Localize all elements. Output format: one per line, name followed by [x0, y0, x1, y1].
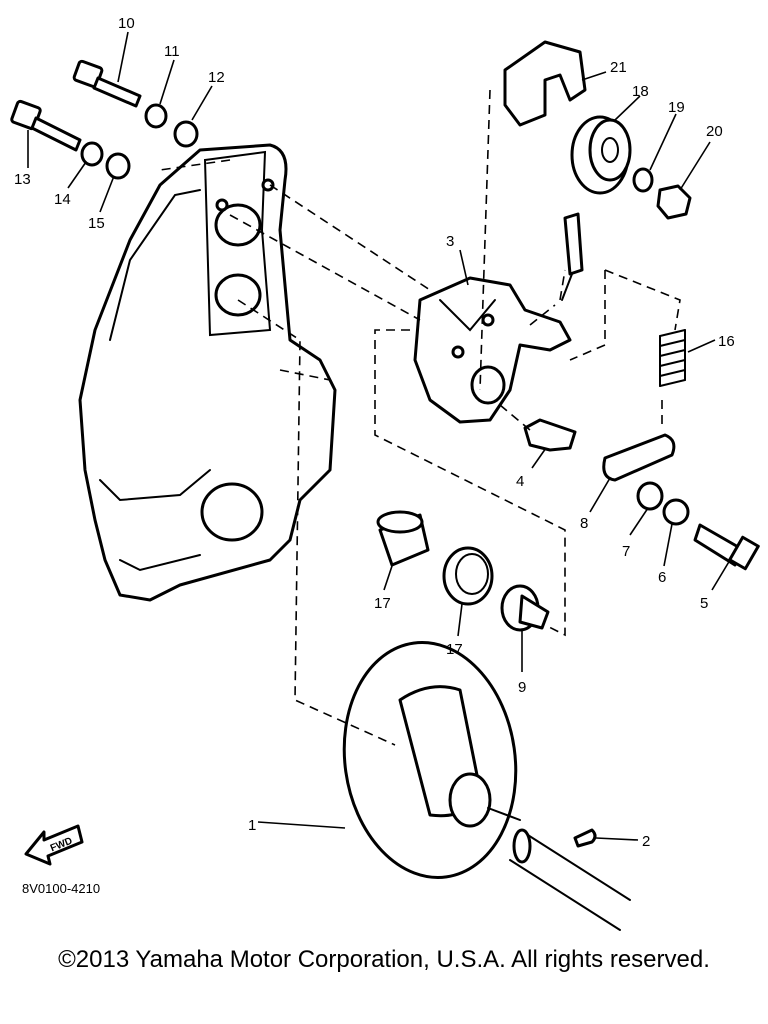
- callout-19: 19: [668, 99, 685, 116]
- callout-15: 15: [88, 215, 105, 232]
- washer-part-7: [636, 481, 664, 511]
- bracket-part-21: [503, 40, 587, 127]
- washer-part-15: [105, 152, 131, 180]
- callout-18: 18: [632, 83, 649, 100]
- spring-part-16: [659, 329, 686, 387]
- callout-2: 2: [642, 833, 650, 850]
- callout-6: 6: [658, 569, 666, 586]
- copyright-notice: ©2013 Yamaha Motor Corporation, U.S.A. A…: [58, 946, 710, 973]
- callout-3: 3: [446, 233, 454, 250]
- bushing-part-17a: [376, 510, 430, 567]
- pulley-part-18: [570, 115, 632, 195]
- spring-clip-part-4: [523, 418, 577, 452]
- washer-part-12: [173, 120, 199, 148]
- callout-11: 11: [164, 43, 180, 60]
- housing-bracket: [78, 143, 337, 602]
- bushing-part-17b: [442, 546, 494, 606]
- diagram-code: 8V0100-4210: [22, 881, 100, 896]
- nut-part-6: [662, 498, 690, 526]
- shaft-part: [509, 828, 631, 931]
- callout-21: 21: [610, 59, 627, 76]
- cap-part-9: [500, 584, 550, 632]
- bolt-part-5: [693, 523, 760, 571]
- washer-part-11: [144, 103, 168, 129]
- callout-20: 20: [706, 123, 723, 140]
- callout-8: 8: [580, 515, 588, 532]
- bolt-part-13: [10, 99, 82, 152]
- nut-part-20: [656, 184, 692, 220]
- callout-13: 13: [14, 171, 31, 188]
- callout-9: 9: [518, 679, 526, 696]
- callout-5: 5: [700, 595, 708, 612]
- link-plate-part-8: [602, 433, 676, 482]
- callout-12: 12: [208, 69, 225, 86]
- callout-16: 16: [718, 333, 735, 350]
- woodruff-key-part-2: [573, 828, 597, 848]
- forward-arrow-icon: FWD: [24, 824, 84, 866]
- callout-4: 4: [516, 473, 524, 490]
- washer-part-19: [632, 167, 654, 193]
- callout-17a: 17: [374, 595, 391, 612]
- washer-part-14: [80, 141, 104, 167]
- callout-10: 10: [118, 15, 135, 32]
- bolt-part-10: [72, 59, 142, 108]
- callout-1: 1: [248, 817, 256, 834]
- sheave-disc-part-1: [342, 641, 521, 879]
- exploded-parts-diagram: 1 2 3 4 5 6 7 8 9 10 11 12 13 14 15 16 1…: [10, 15, 760, 931]
- callout-labels: 1 2 3 4 5 6 7 8 9 10 11 12 13 14 15 16 1…: [14, 15, 735, 850]
- cable-rod: [563, 212, 584, 276]
- callout-17b: 17: [446, 641, 463, 658]
- callout-14: 14: [54, 191, 71, 208]
- lever-body-part-3: [413, 276, 572, 424]
- callout-7: 7: [622, 543, 630, 560]
